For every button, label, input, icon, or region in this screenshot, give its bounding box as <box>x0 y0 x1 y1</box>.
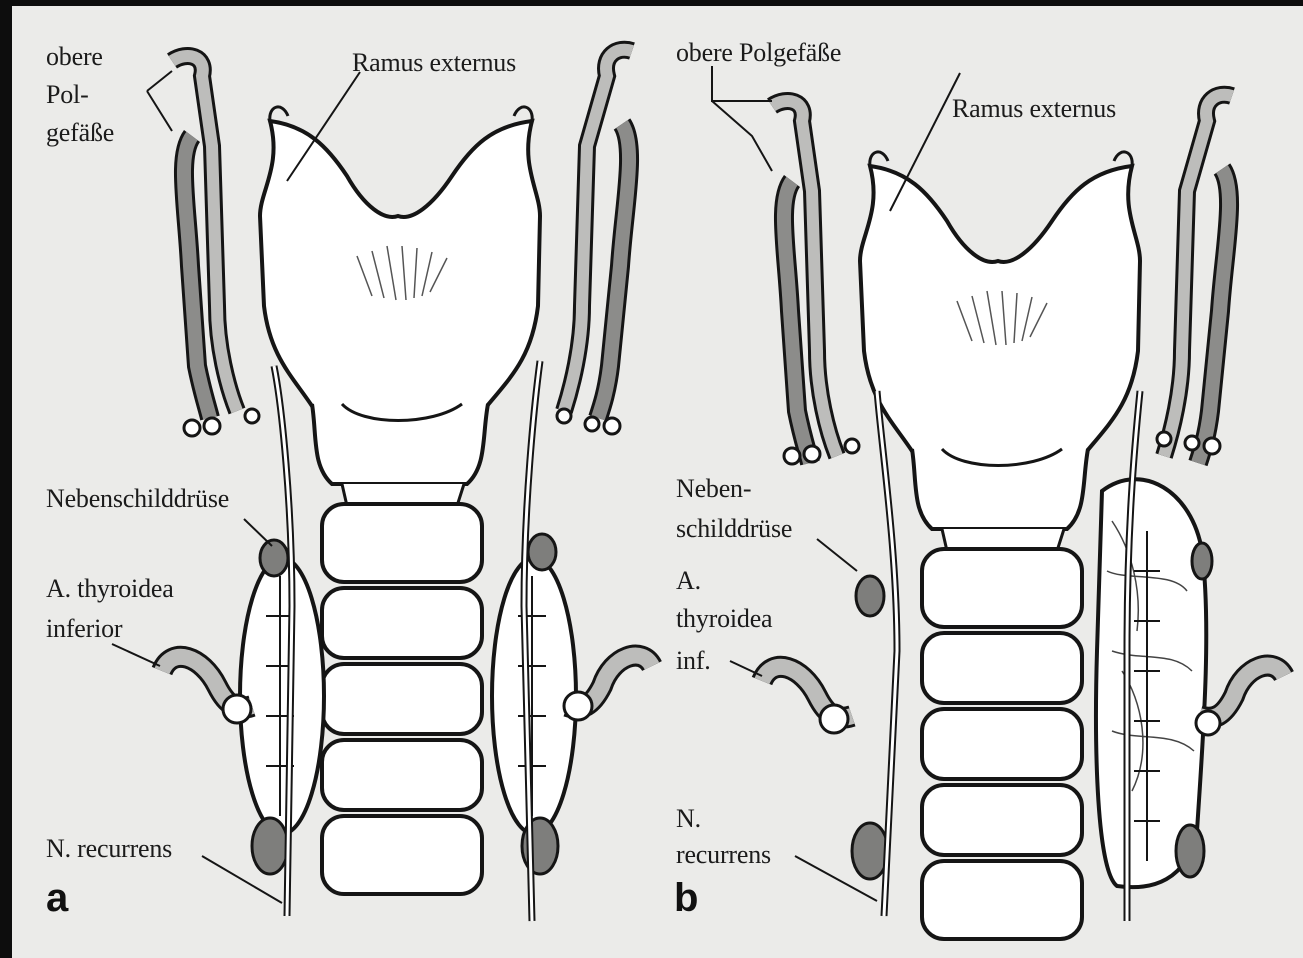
label-ramus-a: Ramus externus <box>352 48 516 78</box>
label-nebenschild-b-line1: Neben- <box>676 474 751 504</box>
label-nebenschild-a: Nebenschilddrüse <box>46 484 229 514</box>
label-thyroidea-a-line2: inferior <box>46 614 122 644</box>
figure: obere Pol- gefäße Ramus externus Nebensc… <box>12 6 1303 958</box>
label-obere-b: obere Polgefäße <box>676 38 841 68</box>
label-obere-a-line3: gefäße <box>46 118 114 148</box>
label-obere-a-line2: Pol- <box>46 80 89 110</box>
label-thyroidea-b-line1: A. <box>676 566 701 596</box>
label-thyroidea-b-line3: inf. <box>676 646 711 676</box>
label-obere-a-line1: obere <box>46 42 103 72</box>
label-thyroidea-a-line1: A. thyroidea <box>46 574 174 604</box>
panel-b <box>712 66 1284 939</box>
label-thyroidea-b-line2: thyroidea <box>676 604 772 634</box>
panel-letter-a: a <box>46 876 68 921</box>
label-recurrens-b-line1: N. <box>676 804 701 834</box>
label-nebenschild-b-line2: schilddrüse <box>676 514 792 544</box>
anatomy-illustration <box>12 6 1303 958</box>
label-recurrens-b-line2: recurrens <box>676 840 771 870</box>
label-ramus-b: Ramus externus <box>952 94 1116 124</box>
label-recurrens-a: N. recurrens <box>46 834 172 864</box>
panel-letter-b: b <box>674 876 698 921</box>
